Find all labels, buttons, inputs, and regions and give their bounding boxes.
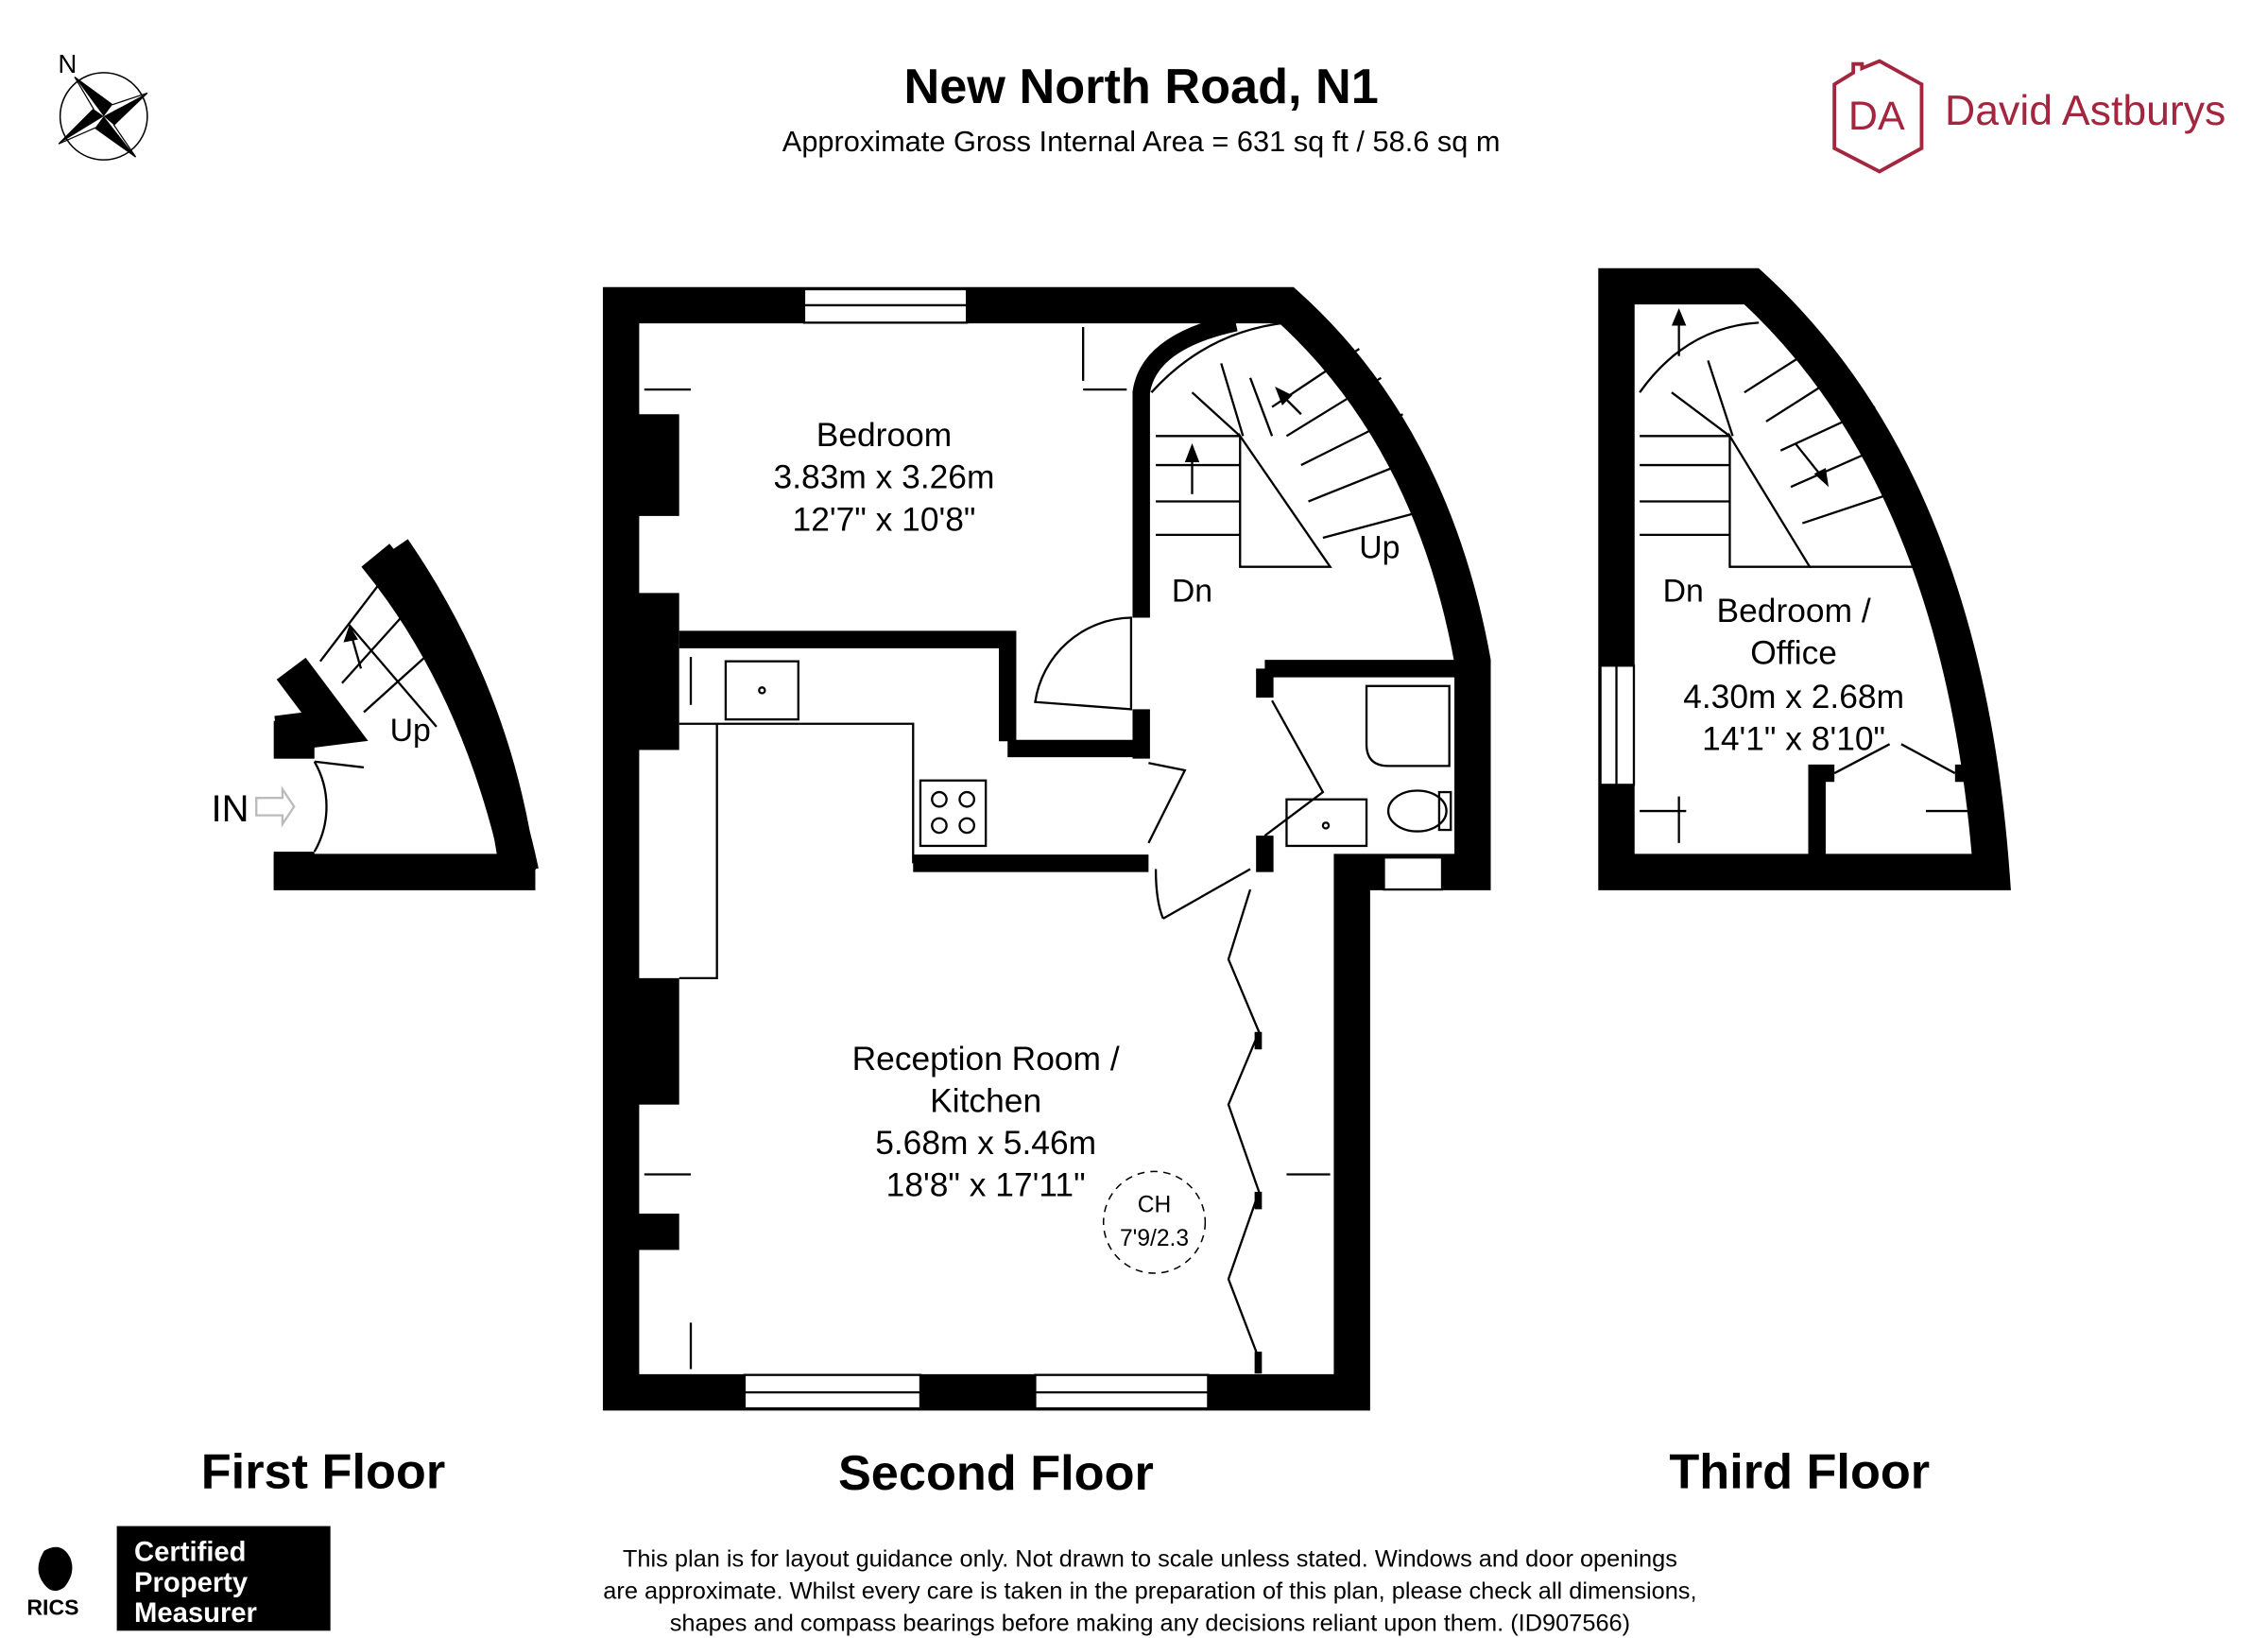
third-floor-label: Third Floor: [1669, 1445, 1930, 1500]
reception-name-line1: Reception Room /: [852, 1041, 1120, 1078]
first-floor-label: First Floor: [201, 1445, 445, 1500]
third-floor-down-label: Dn: [1663, 574, 1704, 610]
badge-line2: Property: [134, 1568, 249, 1598]
third-room-name-line2: Office: [1750, 635, 1837, 672]
entrance-label: IN: [212, 788, 249, 830]
disclaimer-line3: shapes and compass bearings before makin…: [670, 1610, 1630, 1636]
certified-property-measurer-badge: Certified Property Measurer: [116, 1526, 331, 1631]
entrance-arrow-icon: [255, 785, 296, 828]
reception-imperial: 18'8" x 17'11": [886, 1167, 1086, 1204]
second-floor-plan: Dn Up Bedroom 3.83m x 3.26m 12'7" x 10'8…: [602, 286, 1491, 1501]
first-floor-plan: Up IN First Floor: [201, 539, 539, 1500]
logo-name: David Astburys: [1945, 88, 2225, 134]
compass-rose-icon: N: [58, 49, 148, 161]
bedroom-metric: 3.83m x 3.26m: [774, 459, 995, 496]
third-room-name-line1: Bedroom /: [1717, 593, 1871, 629]
disclaimer-line1: This plan is for layout guidance only. N…: [623, 1546, 1677, 1573]
third-room-metric: 4.30m x 2.68m: [1683, 679, 1904, 716]
reception-metric: 5.68m x 5.46m: [875, 1125, 1096, 1162]
badge-line1: Certified: [134, 1538, 246, 1568]
second-floor-down-label: Dn: [1172, 574, 1212, 610]
rics-logo: RICS: [26, 1546, 78, 1619]
compass-north-label: N: [58, 49, 77, 78]
plan-subtitle: Approximate Gross Internal Area = 631 sq…: [782, 125, 1501, 158]
first-floor-up-label: Up: [390, 713, 431, 749]
disclaimer-line2: are approximate. Whilst every care is ta…: [603, 1578, 1696, 1604]
second-floor-label: Second Floor: [838, 1446, 1154, 1501]
second-floor-up-label: Up: [1359, 529, 1400, 565]
ceiling-height-value: 7'9/2.3: [1120, 1226, 1189, 1251]
badge-line3: Measurer: [134, 1598, 257, 1629]
ceiling-height-label: CH: [1138, 1192, 1172, 1217]
logo-monogram: DA: [1848, 94, 1905, 139]
bedroom-imperial: 12'7" x 10'8": [793, 501, 976, 538]
third-room-imperial: 14'1" x 8'10": [1702, 720, 1885, 757]
bedroom-name: Bedroom: [816, 417, 952, 454]
ceiling-height-marker: [1102, 1170, 1207, 1274]
david-astburys-logo: DA David Astburys: [1832, 59, 2225, 174]
third-floor-plan: Dn Bedroom / Office 4.30m x 2.68m 14'1" …: [1598, 267, 2011, 1500]
reception-name-line2: Kitchen: [930, 1082, 1041, 1119]
plan-title: New North Road, N1: [904, 60, 1379, 114]
rics-text: RICS: [26, 1595, 78, 1619]
